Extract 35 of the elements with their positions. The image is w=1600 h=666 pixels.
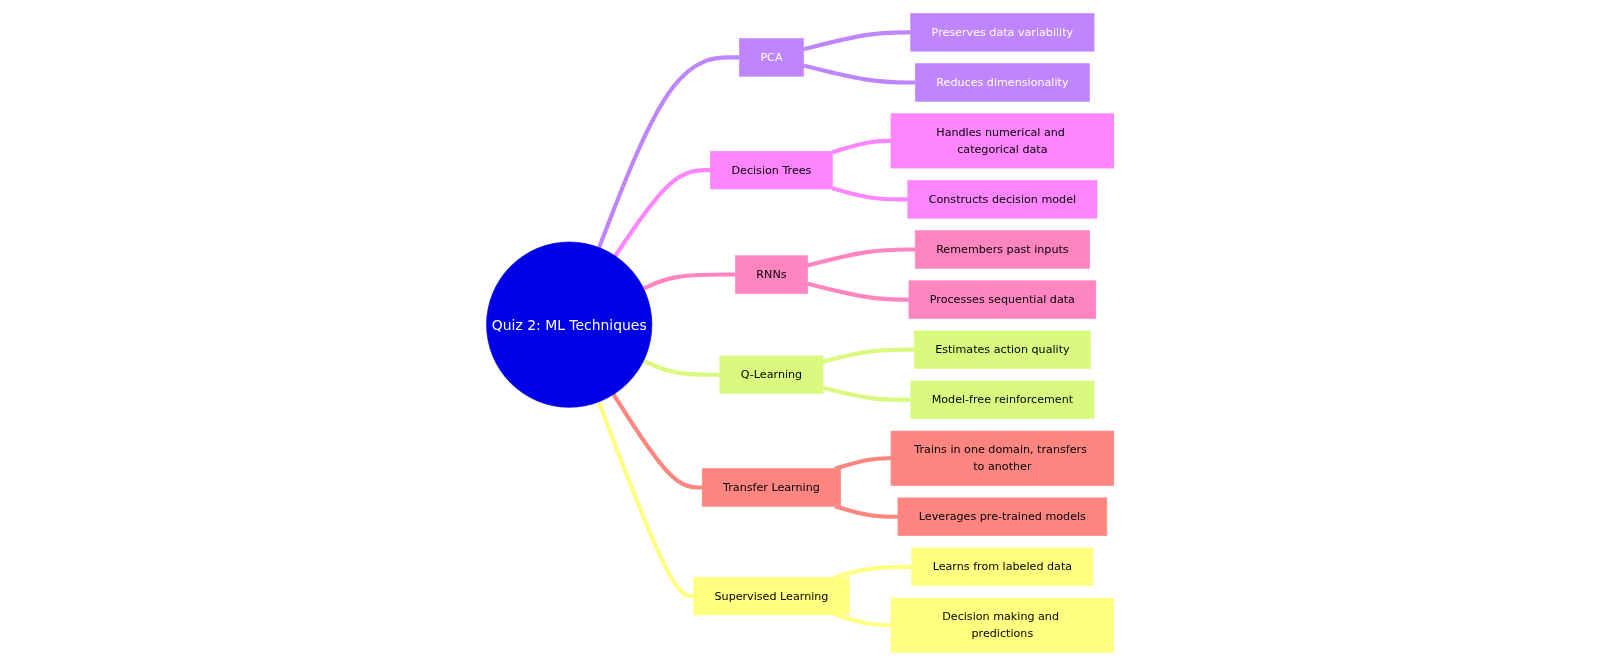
node-box: Preserves data variability (910, 13, 1095, 52)
node-box: Processes sequential data (908, 280, 1096, 319)
connector (642, 272, 736, 291)
connector (596, 55, 740, 249)
connector (822, 385, 911, 402)
connector (613, 168, 711, 258)
node-box: Decision making and predictions (890, 597, 1114, 653)
connector (802, 63, 916, 85)
node-box: RNNs (734, 255, 808, 294)
node-box: Remembers past inputs (914, 230, 1090, 269)
connector (806, 247, 916, 268)
connector (611, 393, 703, 490)
node-box: Trains in one domain, transfers to another (890, 430, 1114, 486)
connector (642, 358, 720, 377)
connector (834, 456, 891, 471)
node-box: Leverages pre-trained models (897, 497, 1107, 536)
connector (831, 138, 891, 155)
node-box: Constructs decision model (907, 180, 1098, 219)
node-box: Q-Learning (719, 355, 824, 394)
connector (806, 281, 909, 302)
connector (834, 504, 898, 519)
connector (822, 347, 915, 364)
node-box: Transfer Learning (701, 468, 841, 507)
node-box: Handles numerical and categorical data (890, 113, 1114, 169)
node-box: Model-free reinforcement (910, 380, 1095, 419)
node-box: Reduces dimensionality (914, 63, 1090, 102)
node-circle: Quiz 2: ML Techniques (486, 241, 653, 408)
node-box: Decision Trees (710, 151, 833, 190)
node-box: PCA (739, 38, 804, 77)
connector (831, 186, 908, 202)
node-box: Learns from labeled data (911, 547, 1094, 586)
node-box: Estimates action quality (913, 330, 1091, 369)
connector (802, 30, 911, 52)
connector (596, 401, 694, 599)
node-box: Supervised Learning (693, 576, 850, 616)
